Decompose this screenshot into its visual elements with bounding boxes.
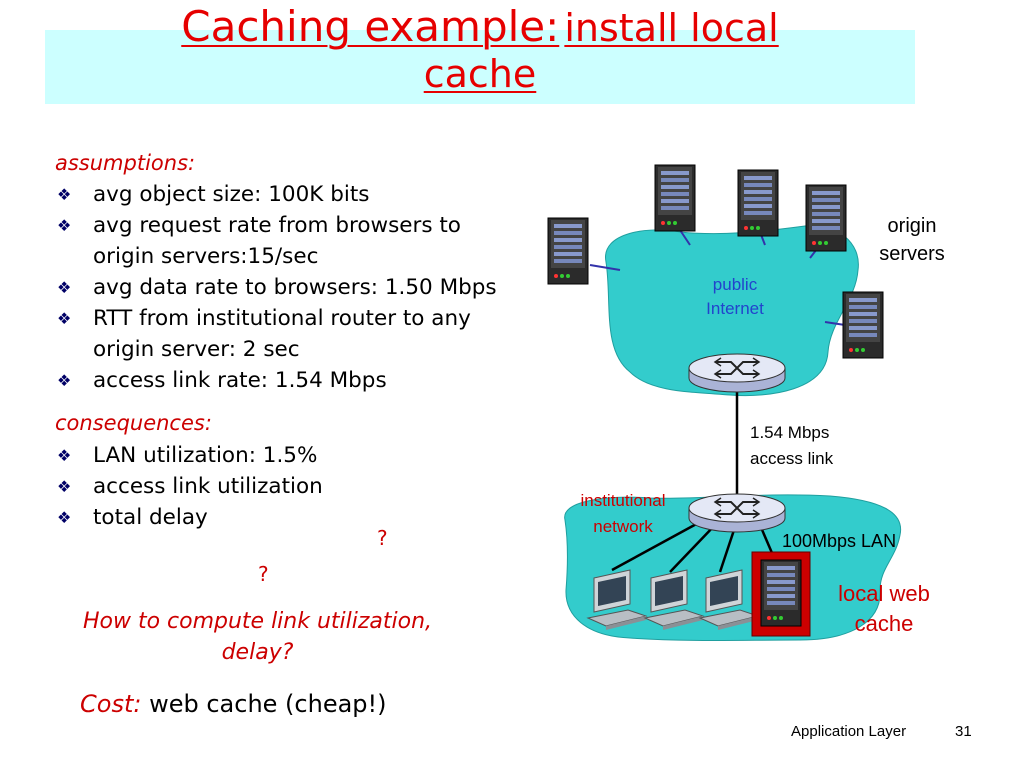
diamond-bullet-icon: ❖ bbox=[57, 445, 72, 465]
list-item: ❖total delay bbox=[55, 502, 515, 533]
institutional-network-cloud bbox=[564, 494, 902, 641]
server-icon bbox=[737, 169, 779, 237]
list-item: ❖RTT from institutional router to any or… bbox=[55, 303, 515, 365]
diamond-bullet-icon: ❖ bbox=[57, 507, 72, 527]
cost-text: web cache (cheap!) bbox=[141, 690, 387, 718]
list-item: ❖avg object size: 100K bits bbox=[55, 179, 515, 210]
cost-line: Cost: web cache (cheap!) bbox=[80, 690, 387, 718]
list-item: ❖access link utilization bbox=[55, 471, 515, 502]
server-icon bbox=[547, 217, 589, 285]
public-internet-label: public Internet bbox=[706, 275, 764, 318]
access-link-label: 1.54 Mbps access link bbox=[750, 423, 834, 468]
lan-label: 100Mbps LAN bbox=[782, 531, 897, 551]
assumptions-list: ❖avg object size: 100K bits ❖avg request… bbox=[55, 179, 515, 396]
origin-servers-label: origin servers bbox=[879, 215, 945, 265]
title-sub: install local bbox=[564, 6, 779, 50]
cost-label: Cost: bbox=[80, 690, 142, 718]
server-icon bbox=[842, 291, 884, 359]
server-icon bbox=[654, 164, 696, 232]
diamond-bullet-icon: ❖ bbox=[57, 476, 72, 496]
diamond-bullet-icon: ❖ bbox=[57, 185, 72, 205]
question-mark-delay: ? bbox=[258, 562, 269, 586]
slide-body: assumptions: ❖avg object size: 100K bits… bbox=[55, 150, 515, 533]
title-band bbox=[45, 30, 915, 104]
list-item: ❖LAN utilization: 1.5% bbox=[55, 440, 515, 471]
local-web-cache-label: local web cache bbox=[838, 581, 930, 636]
assumptions-heading: assumptions: bbox=[55, 151, 196, 175]
diamond-bullet-icon: ❖ bbox=[57, 278, 72, 298]
list-item: ❖access link rate: 1.54 Mbps bbox=[55, 365, 515, 396]
footer-page-number: 31 bbox=[955, 723, 972, 740]
cache-server-icon bbox=[760, 559, 802, 627]
footer-chapter: Application Layer bbox=[791, 723, 907, 740]
diamond-bullet-icon: ❖ bbox=[57, 216, 72, 236]
slide-title: Caching example: install local cache bbox=[0, 2, 960, 96]
list-item: ❖avg request rate from browsers to origi… bbox=[55, 210, 515, 272]
consequences-heading: consequences: bbox=[55, 411, 212, 436]
howto-note: How to compute link utilization, delay? bbox=[82, 609, 433, 665]
title-main: Caching example: bbox=[181, 2, 560, 51]
server-icon bbox=[805, 184, 847, 252]
public-internet-cloud bbox=[605, 225, 859, 397]
title-sub-line2: cache bbox=[423, 51, 537, 96]
institutional-router-icon bbox=[688, 493, 786, 533]
diamond-bullet-icon: ❖ bbox=[57, 309, 72, 329]
list-item: ❖avg data rate to browsers: 1.50 Mbps bbox=[55, 272, 515, 303]
internet-router-icon bbox=[688, 353, 786, 393]
institutional-network-label: institutional network bbox=[580, 491, 666, 536]
consequences-list: ❖LAN utilization: 1.5% ❖access link util… bbox=[55, 440, 515, 533]
question-mark-utilization: ? bbox=[377, 526, 388, 550]
diamond-bullet-icon: ❖ bbox=[57, 371, 72, 391]
